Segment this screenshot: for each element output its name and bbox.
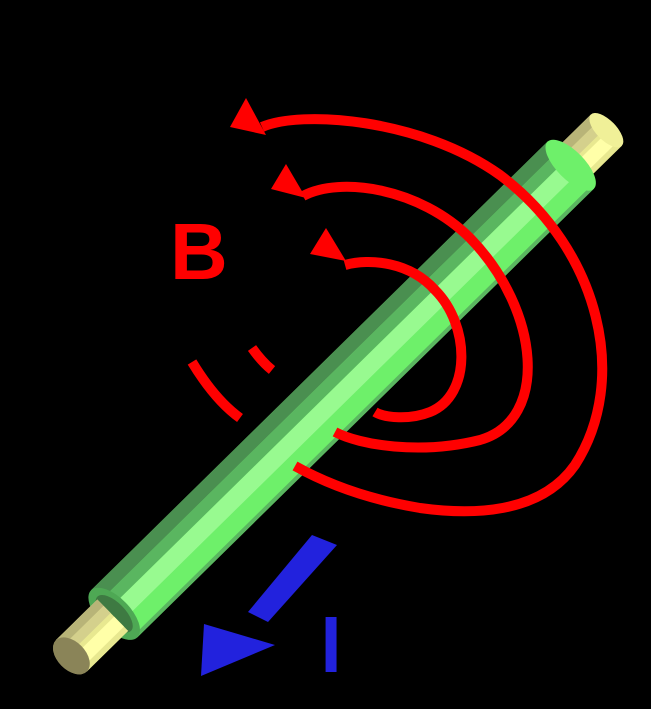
magnetic-field-label: B <box>170 207 228 296</box>
field-lines-back <box>187 345 276 423</box>
current-arrow-head <box>201 624 275 676</box>
field-arrowheads <box>230 98 346 261</box>
field-line-middle <box>300 181 533 453</box>
current-arrow-shaft <box>248 535 337 622</box>
field-lines-front <box>259 114 608 517</box>
field-line-outer <box>259 114 608 517</box>
field-line-inner <box>343 256 467 423</box>
current-label: I <box>320 600 342 689</box>
conductor-bottom-exposed <box>53 599 129 675</box>
current-arrow <box>201 535 337 676</box>
field-line-outer-back <box>187 359 243 423</box>
wire <box>53 112 624 675</box>
field-line-middle-back <box>247 345 276 374</box>
arrowhead-inner <box>310 228 346 261</box>
insulation <box>88 139 596 640</box>
arrowhead-outer <box>230 98 266 135</box>
arrowhead-middle <box>271 164 306 198</box>
